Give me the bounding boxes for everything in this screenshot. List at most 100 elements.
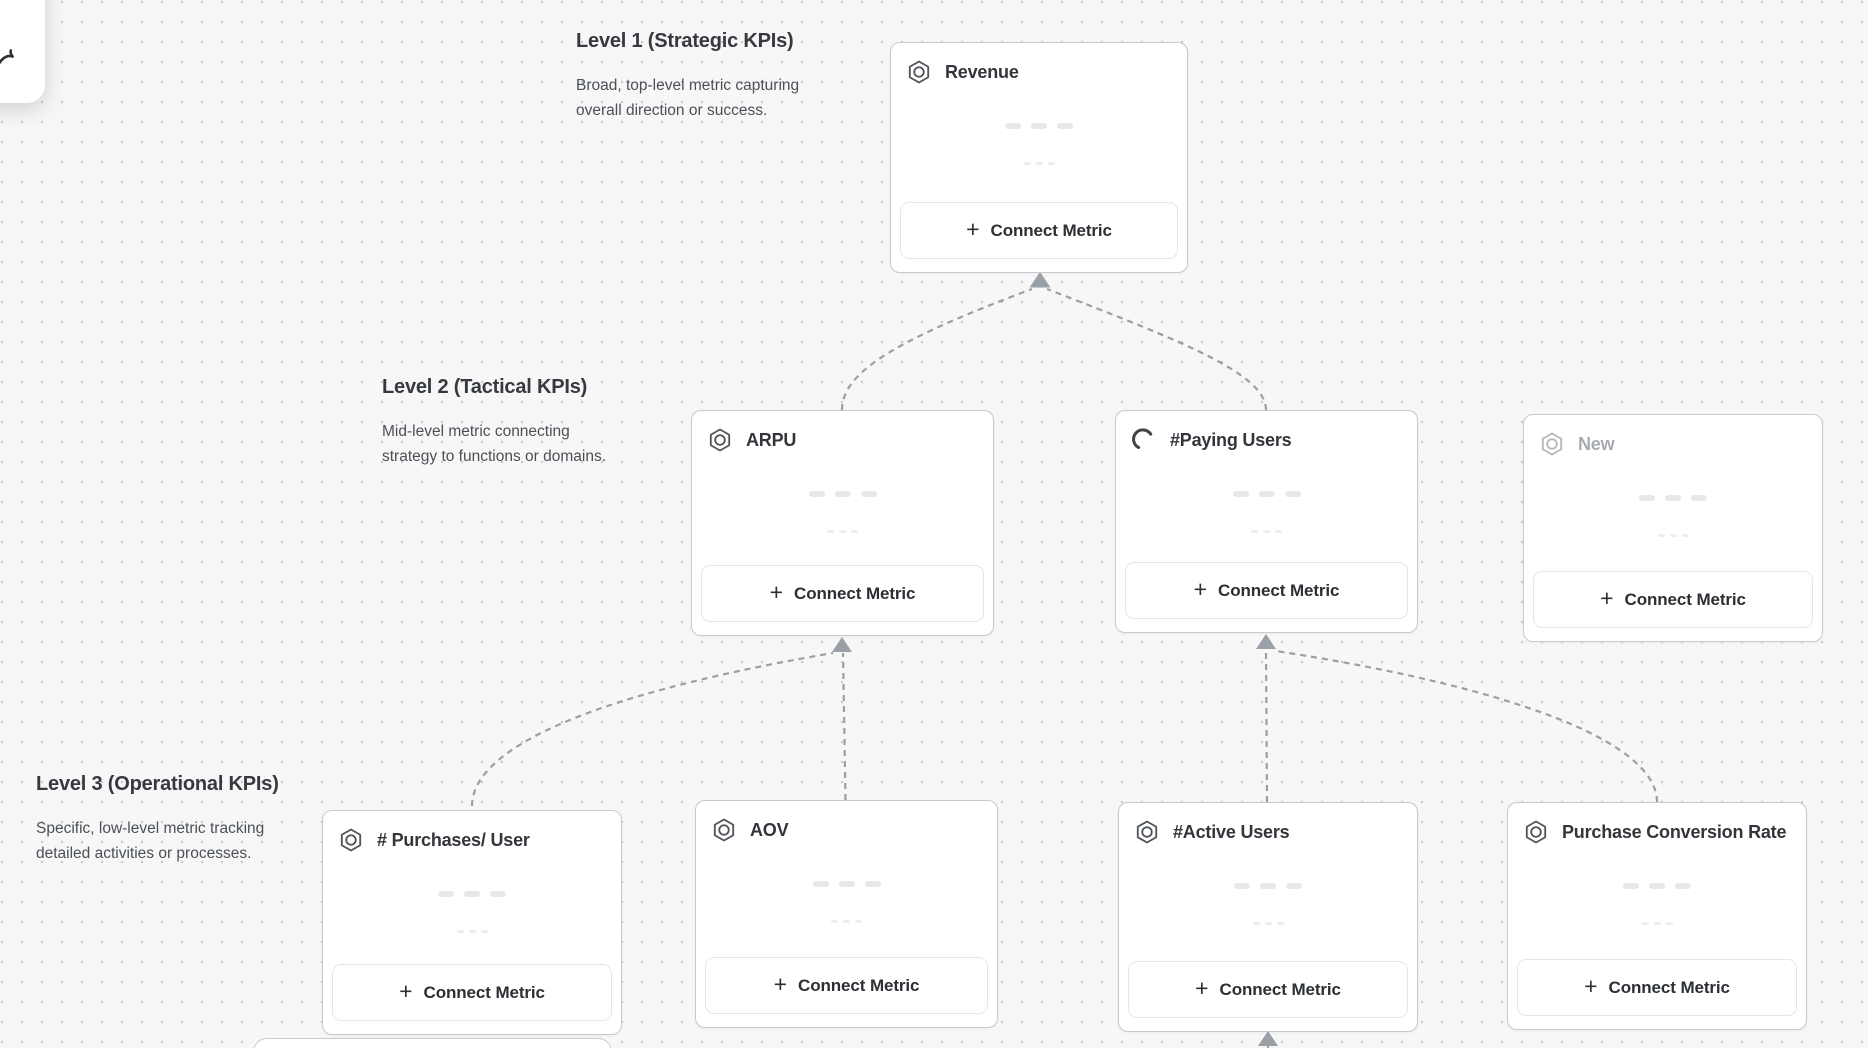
arrowhead-into-revenue	[1029, 272, 1051, 288]
metric-card-aov[interactable]: AOV + Connect Metric	[695, 800, 998, 1028]
plus-icon: +	[1584, 973, 1598, 999]
connect-metric-button[interactable]: + Connect Metric	[1125, 562, 1408, 619]
skeleton-placeholder	[323, 891, 621, 933]
arrowhead-into-paying-users	[1256, 634, 1276, 649]
skeleton-pill-row	[1005, 123, 1073, 129]
section-description: Broad, top-level metric capturing overal…	[576, 74, 799, 123]
skeleton-pill-row	[808, 491, 877, 497]
skeleton-placeholder	[1524, 495, 1822, 537]
floating-toolbar-panel[interactable]	[0, 0, 45, 103]
plus-icon: +	[1195, 975, 1209, 1001]
skeleton-dash-row	[1023, 162, 1055, 165]
skeleton-placeholder	[891, 123, 1187, 165]
connect-metric-label: Connect Metric	[990, 220, 1113, 240]
spinner-loading-icon	[1132, 428, 1153, 449]
skeleton-dash-row	[827, 530, 858, 533]
metric-card-paying-users[interactable]: #Paying Users + Connect Metric	[1115, 410, 1418, 633]
connect-metric-button[interactable]: + Connect Metric	[1128, 961, 1408, 1018]
card-header: #Active Users	[1134, 819, 1405, 845]
metric-title: Revenue	[945, 61, 1019, 82]
section-title: Level 2 (Tactical KPIs)	[382, 376, 588, 398]
skeleton-dash-row	[1657, 534, 1689, 537]
level-2-section-label: Level 2 (Tactical KPIs) Mid-level metric…	[382, 374, 606, 469]
skeleton-pill-row	[1639, 495, 1707, 501]
plus-icon: +	[1600, 585, 1614, 611]
connector-arpu-to-revenue	[840, 287, 1033, 411]
skeleton-placeholder	[1119, 883, 1417, 925]
arrowhead-into-active-users	[1258, 1031, 1278, 1046]
connect-metric-button[interactable]: + Connect Metric	[1517, 959, 1797, 1016]
section-desc-line: Mid-level metric connecting	[382, 423, 570, 440]
metric-title: Purchase Conversion Rate	[1562, 821, 1787, 842]
connect-metric-label: Connect Metric	[1608, 977, 1731, 997]
connector-pcr-to-paying-users	[1275, 649, 1659, 803]
section-desc-line: detailed activities or processes.	[36, 844, 252, 862]
connector-aov-to-arpu	[841, 652, 847, 801]
metric-card-purchases-per-user[interactable]: # Purchases/ User + Connect Metric	[322, 810, 622, 1035]
skeleton-dash-row	[1641, 922, 1673, 925]
hexagon-metric-icon	[908, 60, 930, 84]
section-desc-line: Broad, top-level metric capturing	[576, 77, 800, 94]
metric-card-new[interactable]: New + Connect Metric	[1523, 414, 1823, 642]
connect-metric-label: Connect Metric	[423, 982, 546, 1002]
connect-metric-button[interactable]: + Connect Metric	[705, 957, 988, 1014]
metric-card-purchase-conversion-rate[interactable]: Purchase Conversion Rate + Connect Metri…	[1507, 802, 1807, 1030]
skeleton-pill-row	[812, 881, 881, 887]
skeleton-dash-row	[456, 930, 488, 933]
arrowhead-into-arpu	[832, 637, 852, 652]
section-description: Mid-level metric connecting strategy to …	[382, 420, 606, 469]
connect-metric-button[interactable]: + Connect Metric	[1533, 571, 1813, 628]
skeleton-placeholder	[692, 491, 993, 533]
card-header: ARPU	[707, 427, 981, 453]
metric-card-revenue[interactable]: Revenue + Connect Metric	[890, 42, 1188, 273]
plus-icon: +	[399, 978, 413, 1004]
plus-icon: +	[966, 216, 980, 242]
metric-title: #Paying Users	[1170, 429, 1292, 450]
metric-title: AOV	[750, 819, 789, 840]
connector-paying-users-to-revenue	[1046, 287, 1268, 411]
hexagon-metric-icon	[713, 818, 735, 842]
section-desc-line: strategy to functions or domains.	[382, 447, 607, 465]
card-header: #Paying Users	[1131, 427, 1405, 453]
card-header: AOV	[711, 817, 985, 843]
plus-icon: +	[1193, 576, 1208, 602]
plus-icon: +	[773, 971, 788, 997]
card-header: # Purchases/ User	[338, 827, 609, 853]
skeleton-placeholder	[1116, 491, 1417, 533]
skeleton-dash-row	[831, 920, 862, 923]
pen-stroke-icon	[0, 49, 14, 65]
connect-metric-button[interactable]: + Connect Metric	[701, 565, 984, 622]
section-title: Level 3 (Operational KPIs)	[36, 773, 279, 795]
connect-metric-label: Connect Metric	[794, 583, 916, 603]
section-description: Specific, low-level metric tracking deta…	[36, 817, 279, 866]
card-header: Revenue	[906, 59, 1175, 85]
connector-purchases-to-arpu	[470, 651, 834, 807]
plus-icon: +	[769, 579, 784, 605]
skeleton-dash-row	[1252, 922, 1284, 925]
connect-metric-button[interactable]: + Connect Metric	[332, 964, 612, 1021]
skeleton-pill-row	[1234, 883, 1302, 889]
skeleton-dash-row	[1251, 530, 1282, 533]
hexagon-metric-icon	[709, 428, 731, 452]
hexagon-metric-icon	[340, 828, 362, 852]
metric-title: ARPU	[746, 429, 797, 450]
metric-card-arpu[interactable]: ARPU + Connect Metric	[691, 410, 994, 636]
card-header: New	[1539, 431, 1810, 457]
metric-title: New	[1578, 433, 1615, 454]
section-desc-line: overall direction or success.	[576, 101, 768, 119]
level-3-section-label: Level 3 (Operational KPIs) Specific, low…	[36, 771, 279, 866]
connect-metric-button[interactable]: + Connect Metric	[900, 202, 1178, 259]
connect-metric-label: Connect Metric	[798, 975, 920, 995]
connect-metric-label: Connect Metric	[1218, 580, 1340, 600]
metric-card-partial-bottom[interactable]	[253, 1038, 612, 1048]
skeleton-pill-row	[1232, 491, 1301, 497]
hexagon-metric-icon	[1136, 820, 1158, 844]
connect-metric-label: Connect Metric	[1624, 589, 1747, 609]
section-title: Level 1 (Strategic KPIs)	[576, 30, 794, 52]
level-1-section-label: Level 1 (Strategic KPIs) Broad, top-leve…	[576, 28, 799, 123]
metric-title: #Active Users	[1173, 821, 1290, 842]
connector-active-users-to-paying-users	[1264, 649, 1269, 803]
skeleton-placeholder	[1508, 883, 1806, 925]
metric-card-active-users[interactable]: #Active Users + Connect Metric	[1118, 802, 1418, 1032]
